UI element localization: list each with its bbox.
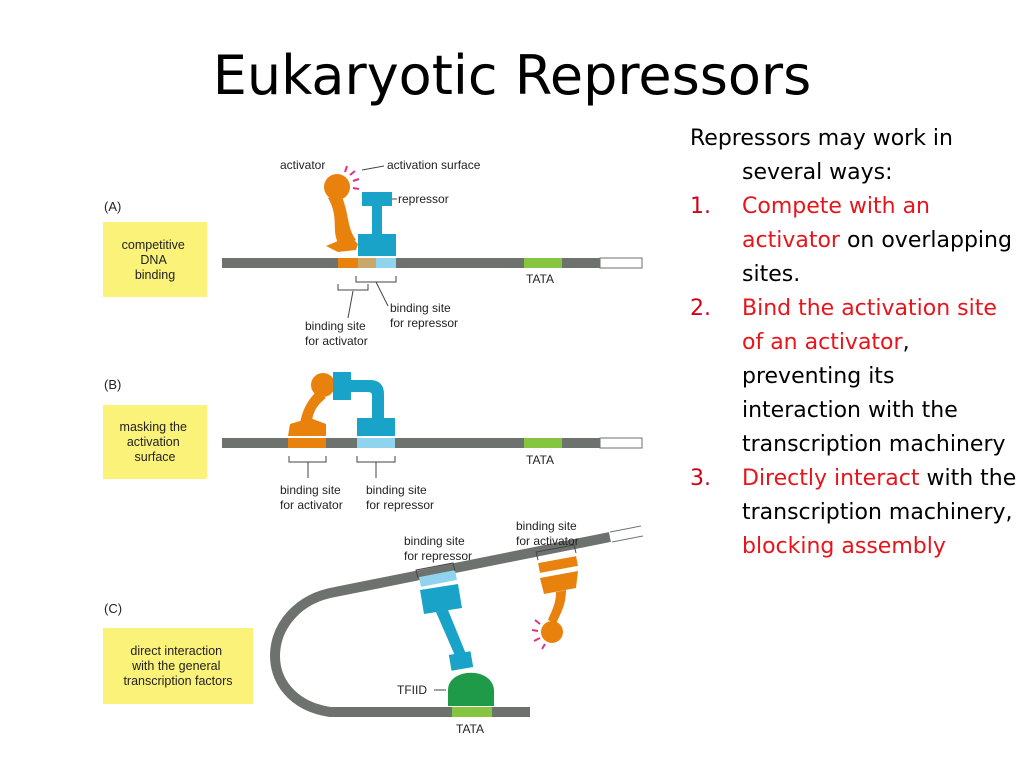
panel-b-letter: (B) [104, 377, 121, 392]
panel-c-activator-site [538, 556, 578, 573]
panel-b-site-activator-label: binding site for activator [280, 483, 344, 512]
panel-c-activator [531, 571, 578, 650]
item-highlight-2: blocking assembly [742, 534, 946, 559]
panel-c-repressor [420, 584, 474, 671]
item-highlight: Compete with an activator [742, 194, 930, 253]
panel-b-dna-end [599, 437, 643, 449]
panel-b-repressor [333, 372, 395, 436]
panel-c-repressor-site [419, 570, 457, 587]
panel-c-site-activator-label: binding site for activator [516, 519, 580, 548]
panel-c-label-box [103, 628, 253, 704]
panel-a-activation-surface-mark [344, 165, 360, 190]
panel-b-tata-box [524, 438, 562, 448]
panel-a-dna-end [599, 257, 643, 269]
explanation-list: Repressors may work in several ways: 1. C… [690, 122, 1020, 564]
panel-a-activator-site [338, 258, 360, 268]
panel-c-activation-surface-mark [531, 619, 546, 650]
panel-a-repressor-label: repressor [398, 192, 449, 206]
panel-c-dna-loop [270, 532, 611, 717]
panel-c-site-repressor-label: binding site for repressor [404, 534, 472, 563]
panel-b-box-text: masking the activation surface [120, 420, 191, 464]
panel-a-repressor-site [376, 258, 396, 268]
panel-b: (B) masking the activation surface TATA [103, 372, 643, 512]
panel-a-dna [222, 258, 642, 268]
slide-title: Eukaryotic Repressors [212, 44, 812, 107]
panel-b-activator-site [288, 438, 326, 448]
item-highlight: Directly interact [742, 466, 920, 491]
item-text: , preventing its interaction with the tr… [742, 330, 1006, 457]
list-number: 2. [690, 296, 711, 321]
panel-c-letter: (C) [104, 601, 122, 616]
list-item: 3. Directly interact with the transcripti… [690, 462, 1020, 564]
panel-a-box-text: competitive DNA binding [122, 238, 189, 282]
item-highlight: Bind the activation site of an activator [742, 296, 997, 355]
panel-b-site-repressor-label: binding site for repressor [366, 483, 434, 512]
panel-a-repressor [358, 192, 396, 256]
panel-c-tfiid-label: TFIID [397, 683, 427, 697]
list-item: 2. Bind the activation site of an activat… [690, 292, 1020, 462]
panel-c-tata-label: TATA [456, 722, 484, 736]
list-item: 1. Compete with an activator on overlappi… [690, 190, 1020, 292]
panel-b-label-box [103, 405, 207, 479]
panel-c-tata-box [452, 707, 492, 717]
panel-a-activator-label: activator [280, 158, 325, 172]
panel-b-tata-label: TATA [526, 453, 554, 467]
panel-a-tata-label: TATA [526, 272, 554, 286]
panel-a-activation-surface-label: activation surface [387, 158, 481, 172]
panel-a-label-box [103, 222, 207, 297]
panel-c-box-text: direct interaction with the general tran… [123, 644, 232, 688]
panel-b-dna [222, 438, 642, 448]
panel-a-site-activator-label: binding site for activator [305, 319, 369, 348]
explanation-intro: Repressors may work in several ways: [690, 126, 953, 185]
panel-c-tfiid [448, 672, 494, 706]
panel-c-dna-end [609, 527, 641, 541]
panel-a-letter: (A) [104, 199, 121, 214]
panel-a-site-repressor-label: binding site for repressor [390, 301, 458, 330]
panel-a-tata-box [524, 258, 562, 268]
panel-a: (A) competitive DNA binding TATA [103, 158, 643, 348]
panel-c: (C) direct interaction with the general … [103, 519, 644, 736]
item-text: on overlapping sites. [742, 228, 1012, 287]
panel-a-activator [324, 165, 360, 252]
panel-a-overlap-site [358, 258, 378, 268]
panel-b-activator [288, 373, 335, 436]
list-number: 1. [690, 194, 711, 219]
panel-b-repressor-site [357, 438, 395, 448]
list-number: 3. [690, 466, 711, 491]
item-text: with the transcription machinery, [742, 466, 1017, 525]
